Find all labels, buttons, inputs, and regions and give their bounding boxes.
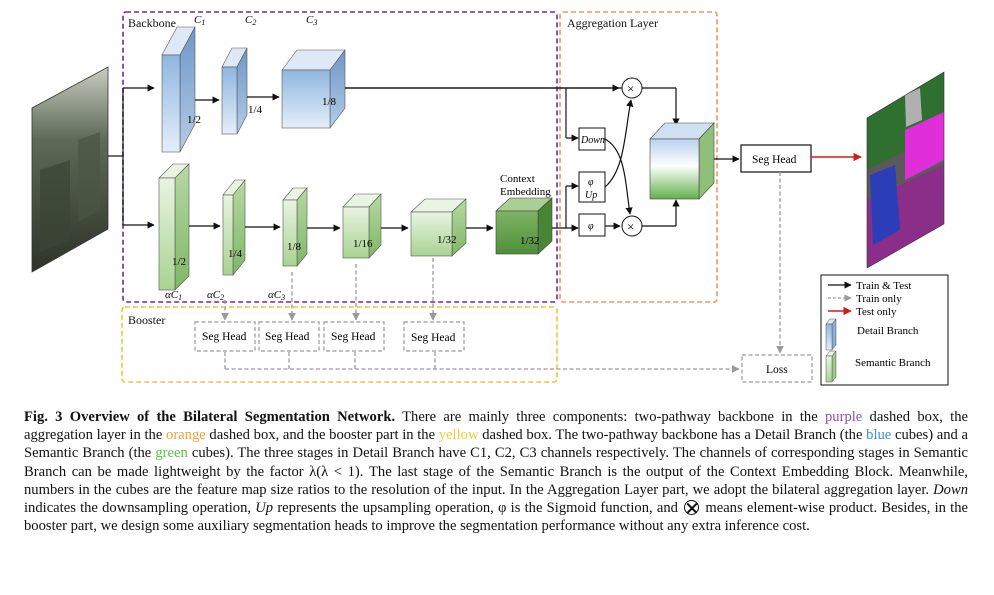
input-image <box>31 66 109 273</box>
caption-text-2: dashed box, the aggregation layer in the <box>24 409 968 444</box>
svg-text:Detail Branch: Detail Branch <box>857 325 919 337</box>
semantic-cube-2 <box>222 179 246 276</box>
semantic-ratio-4: 1/16 <box>353 238 373 250</box>
context-label-2: Embedding <box>500 186 551 198</box>
svg-text:Loss: Loss <box>766 364 788 376</box>
semantic-ratio-2: 1/4 <box>228 248 243 260</box>
caption-text-3: dashed box, and the booster part in the <box>205 427 439 444</box>
booster-seg-head-1: Seg Head <box>194 321 256 352</box>
svg-text:Seg Head: Seg Head <box>752 154 797 166</box>
detail-ratio-2: 1/4 <box>248 104 263 116</box>
multiply-top: × <box>621 77 643 99</box>
channel-ac2: αC2 <box>207 289 224 302</box>
aggregation-cube <box>649 122 715 200</box>
svg-text:Seg Head: Seg Head <box>202 331 247 343</box>
phi-op: φ <box>578 213 606 237</box>
legend-detail-cube <box>825 318 837 351</box>
fig-title: Overview of the Bilateral Segmentation N… <box>69 409 396 425</box>
svg-text:Seg Head: Seg Head <box>265 331 310 343</box>
svg-text:Down: Down <box>580 135 605 146</box>
detail-cube-2 <box>221 47 248 135</box>
svg-text:Train & Test: Train & Test <box>856 280 911 292</box>
loss-box: Loss <box>741 354 813 383</box>
otimes-icon <box>684 500 700 516</box>
channel-c2: C2 <box>245 14 256 27</box>
svg-text:Up: Up <box>585 190 597 201</box>
semantic-cube-4 <box>342 193 382 259</box>
caption-text-8: represents the upsampling operation, φ i… <box>273 500 683 517</box>
svg-text:×: × <box>627 219 634 234</box>
word-yellow: yellow <box>438 427 479 444</box>
word-green: green <box>155 445 188 462</box>
detail-cube-3 <box>281 49 346 129</box>
channel-c3: C3 <box>306 14 317 27</box>
booster-seg-head-3: Seg Head <box>323 321 385 352</box>
svg-text:Semantic Branch: Semantic Branch <box>855 357 931 369</box>
booster-seg-head-4: Seg Head <box>403 321 465 352</box>
svg-text:φ: φ <box>588 177 594 188</box>
booster-seg-head-2: Seg Head <box>258 321 320 352</box>
semantic-ratio-5: 1/32 <box>437 234 457 246</box>
detail-ratio-3: 1/8 <box>322 96 337 108</box>
channel-ac1: αC1 <box>165 289 182 302</box>
figure-caption: Fig. 3 Overview of the Bilateral Segment… <box>24 408 968 535</box>
word-blue: blue <box>866 427 892 444</box>
channel-c1: C1 <box>194 14 205 27</box>
word-up: Up <box>255 500 274 517</box>
semantic-ratio-1: 1/2 <box>172 256 186 268</box>
svg-text:Seg Head: Seg Head <box>331 331 376 343</box>
caption-text-6: cubes). The three stages in Detail Branc… <box>24 445 968 498</box>
phi-up-op: φ Up <box>578 171 606 203</box>
backbone-label: Backbone <box>128 16 176 30</box>
svg-text:Seg Head: Seg Head <box>411 332 456 344</box>
semantic-cube-1 <box>158 163 190 291</box>
context-label-1: Context <box>500 173 535 185</box>
caption-text-5: cubes) and a Semantic Branch (the <box>24 427 968 462</box>
word-orange: orange <box>166 427 206 444</box>
svg-text:Train only: Train only <box>856 293 902 305</box>
aggregation-box <box>559 11 718 303</box>
caption-text-7: indicates the downsampling operation, <box>24 500 256 517</box>
svg-text:Test only: Test only <box>856 306 897 318</box>
legend: Train & Test Train only Test only Detail… <box>820 274 949 386</box>
bisenet-diagram: Backbone Aggregation Layer Booster 1/2 1… <box>31 11 949 386</box>
multiply-bottom: × <box>621 215 643 237</box>
booster-box <box>121 306 558 383</box>
semantic-cube-3 <box>282 187 308 267</box>
caption-text-9: means element-wise product. Besides, in … <box>24 500 968 535</box>
down-op: Down <box>578 127 606 151</box>
seg-head-main: Seg Head <box>740 144 812 173</box>
word-down: Down <box>933 481 968 498</box>
svg-text:×: × <box>627 81 634 96</box>
detail-ratio-1: 1/2 <box>187 114 201 126</box>
channel-ac3: αC3 <box>268 289 285 302</box>
booster-label: Booster <box>128 313 165 327</box>
semantic-cube-5 <box>410 198 467 257</box>
fig-label: Fig. 3 <box>24 409 63 425</box>
caption-text-4: dashed box. The two-pathway backbone has… <box>478 427 867 444</box>
svg-text:φ: φ <box>588 221 594 232</box>
aggregation-label: Aggregation Layer <box>567 16 658 30</box>
caption-text-1: There are mainly three components: two-p… <box>395 409 825 425</box>
output-segmentation <box>866 71 945 269</box>
legend-semantic-cube <box>825 350 837 383</box>
semantic-ratio-6: 1/32 <box>520 235 540 247</box>
semantic-ratio-3: 1/8 <box>287 241 302 253</box>
detail-cube-1 <box>161 26 196 153</box>
word-purple: purple <box>824 409 863 425</box>
context-embedding-cube <box>495 197 553 255</box>
